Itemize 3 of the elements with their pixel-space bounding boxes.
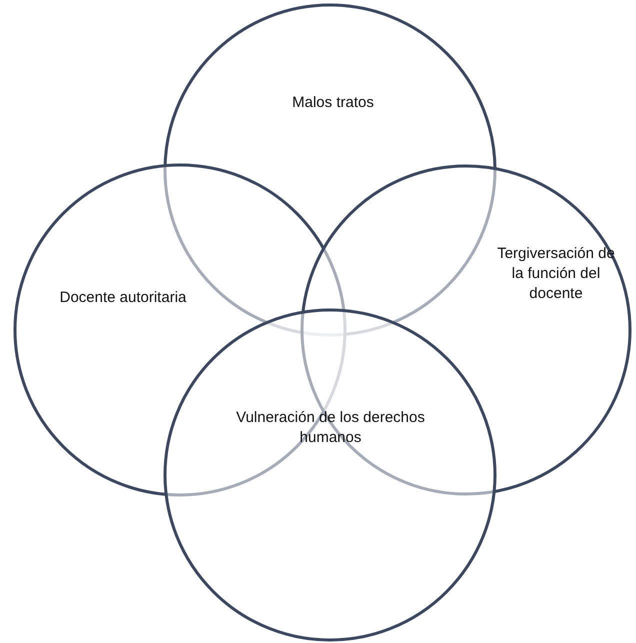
circle-label: Docente autoritaria xyxy=(58,288,188,308)
circle-label: Malos tratos xyxy=(291,93,375,113)
circle-label: Vulneración de los derechos humanos xyxy=(235,408,426,448)
